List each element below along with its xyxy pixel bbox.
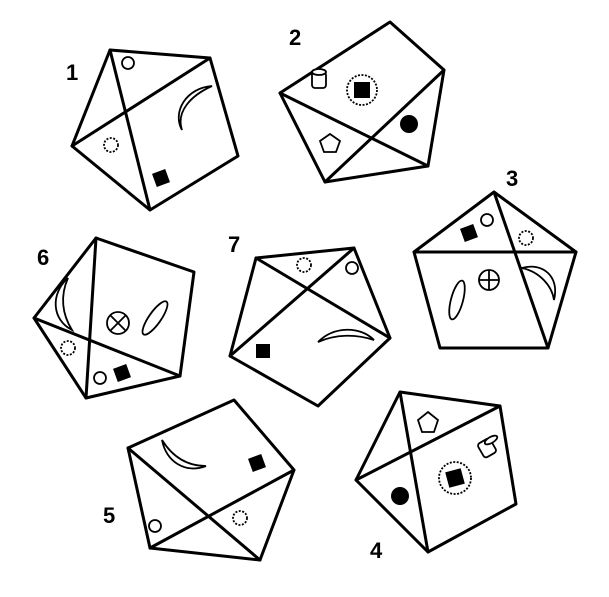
black-square-icon [256,344,270,358]
crescent-icon [161,439,207,470]
pentagon-4 [354,390,518,554]
crossed-circle-icon [106,311,130,335]
starburst-square-icon [346,74,378,106]
pentagon-label-1: 1 [66,60,78,85]
pentagon-1 [70,48,240,212]
cylinder-icon [477,434,499,459]
black-circle-icon [400,115,418,133]
crescent-icon [317,328,375,343]
small-circle-icon [121,56,135,70]
pentagon-3 [412,190,578,350]
black-circle-icon [391,487,409,505]
pentagon-label-2: 2 [289,25,301,50]
sun-circle-icon [296,257,312,273]
pentagon-5 [126,398,296,562]
black-square-icon [460,224,478,242]
pentagon-label-6: 6 [37,245,49,270]
pentagon-label-4: 4 [370,538,383,563]
small-circle-icon [480,213,494,227]
crescent-icon [177,85,213,131]
pentagon-outline-icon [318,132,342,153]
starburst-square-icon [438,461,472,495]
ellipse-icon [448,279,466,321]
pentagon-outline-icon [416,410,440,433]
pentagon-label-7: 7 [228,232,240,257]
black-square-icon [152,169,170,187]
pentagon-label-3: 3 [506,166,518,191]
crescent-icon [518,265,557,301]
pentagon-label-5: 5 [103,503,115,528]
crossed-circle-icon [478,269,500,291]
cylinder-icon [311,68,327,89]
small-circle-icon [93,371,107,385]
sun-circle-icon [103,137,119,153]
sun-circle-icon [232,510,248,526]
sun-circle-icon [60,340,76,356]
crescent-icon [54,277,75,333]
pentagon-2 [278,20,446,184]
black-square-icon [113,364,131,382]
small-circle-icon [148,519,162,533]
sun-circle-icon [518,230,534,246]
black-square-icon [248,454,266,472]
ellipse-icon [141,300,169,336]
small-circle-icon [345,261,359,275]
pentagon-7 [228,246,392,408]
pentagon-6 [32,236,196,400]
